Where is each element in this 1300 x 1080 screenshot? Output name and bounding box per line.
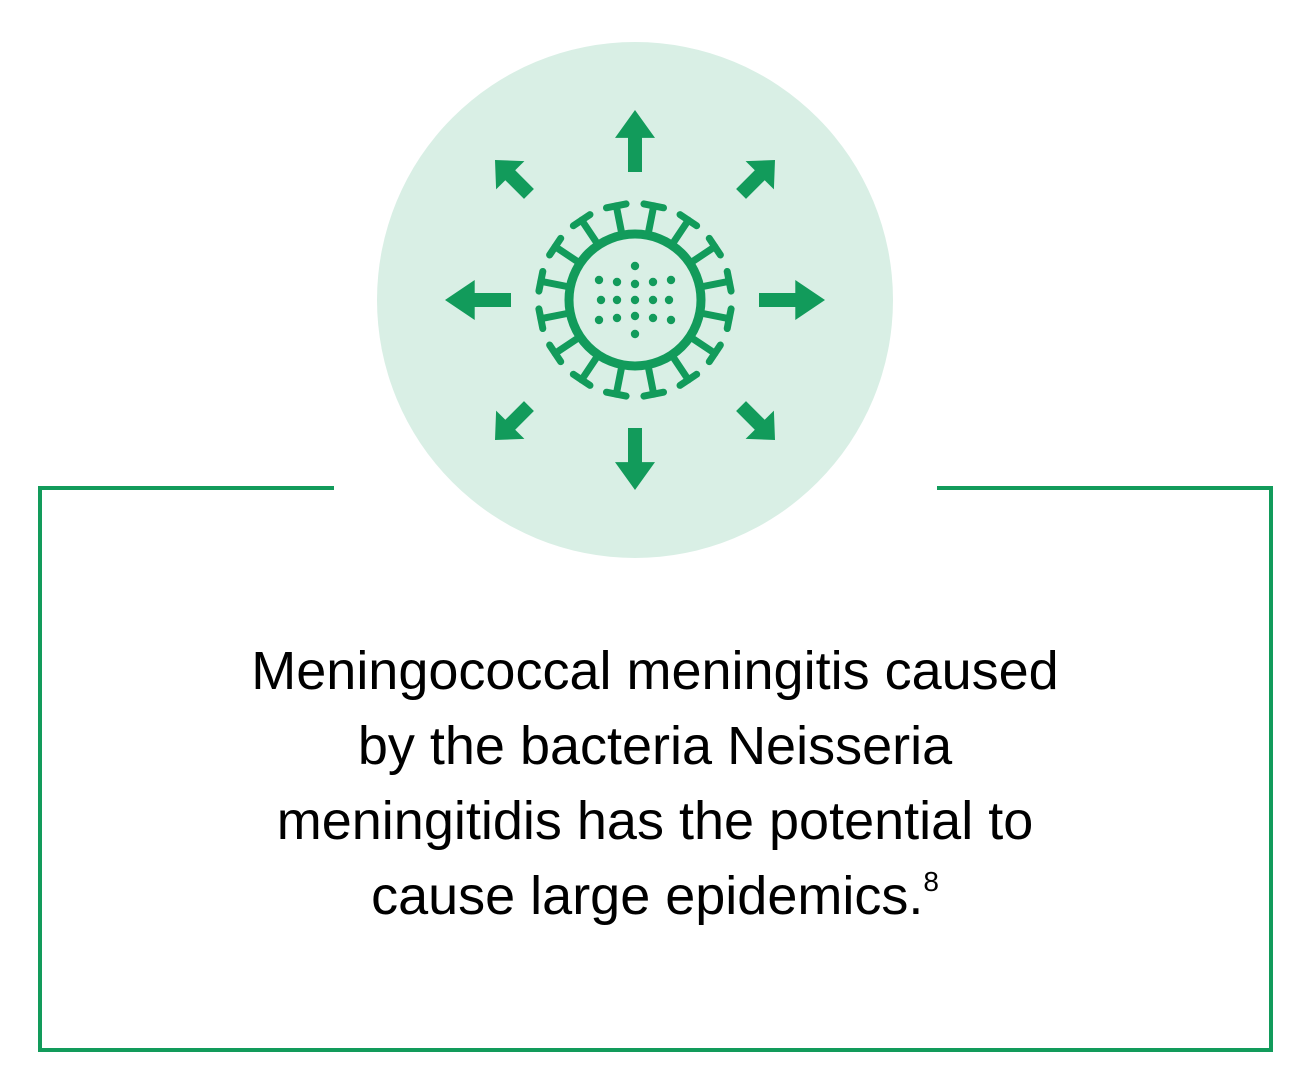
virus-dot	[666, 315, 676, 325]
virus-spike	[612, 361, 626, 398]
message-line-4-text: cause large epidemics.	[371, 866, 924, 926]
virus-dot	[664, 295, 674, 305]
virus-body	[564, 229, 706, 371]
message-line-3: meningitidis has the potential to	[276, 791, 1034, 851]
virus-spike	[578, 216, 602, 249]
virus-spike	[696, 277, 733, 291]
virus-dot	[612, 277, 622, 287]
virus-spike	[551, 243, 584, 267]
virus-dot	[630, 311, 640, 321]
virus-spike-cap	[602, 200, 630, 212]
virus-spike-cap	[705, 234, 724, 259]
virus-spike-cap	[723, 267, 735, 295]
virus-dot	[648, 277, 658, 287]
virus-spike	[551, 333, 584, 357]
virus-spike-cap	[569, 211, 594, 230]
virus-spike-cap	[535, 305, 547, 333]
arrow-down-icon	[615, 428, 655, 490]
arrow-up-right-icon	[736, 160, 775, 199]
message-line-4: cause large epidemics.8	[120, 859, 1190, 934]
virus-spike	[668, 351, 692, 384]
virus-spike	[668, 216, 692, 249]
message-text: Meningococcal meningitis caused by the b…	[120, 634, 1190, 934]
virus-spike-cap	[723, 305, 735, 333]
virus-spike	[696, 309, 733, 323]
virus-dot	[648, 313, 658, 323]
virus-spike	[644, 202, 658, 239]
virus-dot	[630, 329, 640, 339]
virus-spike-cap	[602, 388, 630, 400]
virus-spike	[537, 309, 574, 323]
virus-spike-cap	[640, 388, 668, 400]
virus-spike	[644, 361, 658, 398]
arrow-right-icon	[759, 280, 825, 320]
virus-spike-cap	[676, 211, 701, 230]
footnote-marker: 8	[923, 866, 939, 897]
virus-spike-cap	[676, 370, 701, 389]
virus-spike	[686, 243, 719, 267]
virus-dot	[630, 279, 640, 289]
arrow-up-left-icon	[495, 160, 534, 199]
message-line-1: Meningococcal meningitis caused	[251, 641, 1059, 701]
virus-spike	[537, 277, 574, 291]
virus-spike	[612, 202, 626, 239]
arrow-down-right-icon	[736, 401, 775, 440]
virus-dot	[666, 275, 676, 285]
virus-spike-cap	[546, 341, 565, 366]
arrow-left-icon	[445, 280, 511, 320]
virus-spike-cap	[535, 267, 547, 295]
virus-spreading-icon	[445, 110, 825, 490]
virus-dot	[630, 295, 640, 305]
virus-spike-cap	[569, 370, 594, 389]
arrow-down-left-icon	[495, 401, 534, 440]
virus-spike-cap	[640, 200, 668, 212]
virus-dot	[630, 261, 640, 271]
virus-spike	[686, 333, 719, 357]
virus-dot	[612, 295, 622, 305]
virus-dot	[594, 315, 604, 325]
message-line-2: by the bacteria Neisseria	[357, 716, 953, 776]
virus-dot	[594, 275, 604, 285]
virus-spike	[578, 351, 602, 384]
virus-spike-cap	[705, 341, 724, 366]
virus-dot	[648, 295, 658, 305]
virus-dot	[596, 295, 606, 305]
virus-dot	[612, 313, 622, 323]
arrow-up-icon	[615, 110, 655, 172]
virus-spike-cap	[546, 234, 565, 259]
box-border	[38, 486, 1273, 1052]
